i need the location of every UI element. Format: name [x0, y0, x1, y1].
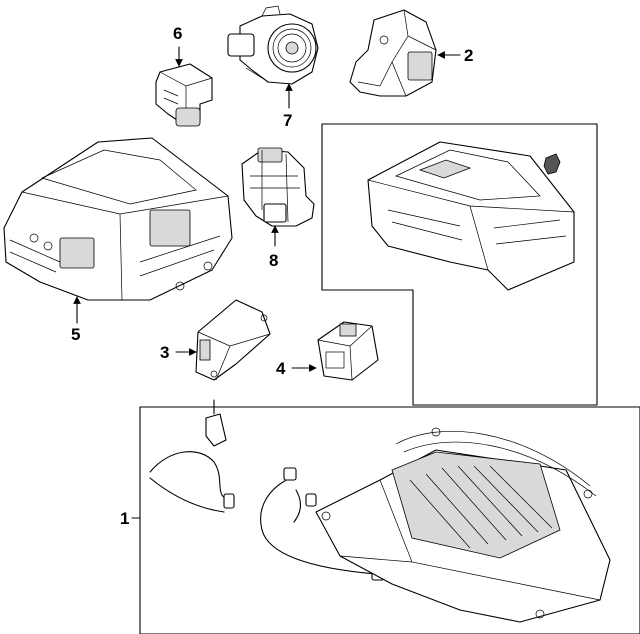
part-7-motor — [227, 5, 319, 85]
callout-6: 6 — [173, 24, 182, 43]
callout-2: 2 — [464, 46, 473, 65]
callout-5: 5 — [71, 325, 80, 344]
upper-group-frame — [321, 123, 598, 406]
callout-8: 8 — [269, 251, 278, 270]
part-8-pump — [241, 147, 315, 227]
harness-left — [149, 399, 235, 513]
battery-pack — [315, 427, 611, 623]
battery-cover — [367, 141, 575, 291]
part-5-inverter — [3, 137, 233, 301]
part-6-bracket — [155, 63, 213, 127]
part-3-control-module — [195, 299, 271, 381]
lower-group-frame — [139, 406, 640, 634]
callout-7: 7 — [283, 111, 292, 130]
callout-3: 3 — [160, 343, 169, 362]
part-4-relay-block — [317, 321, 379, 381]
small-clip — [543, 153, 561, 175]
callout-4: 4 — [276, 359, 286, 378]
callout-1: 1 — [120, 509, 129, 528]
part-2-housing — [349, 9, 437, 97]
